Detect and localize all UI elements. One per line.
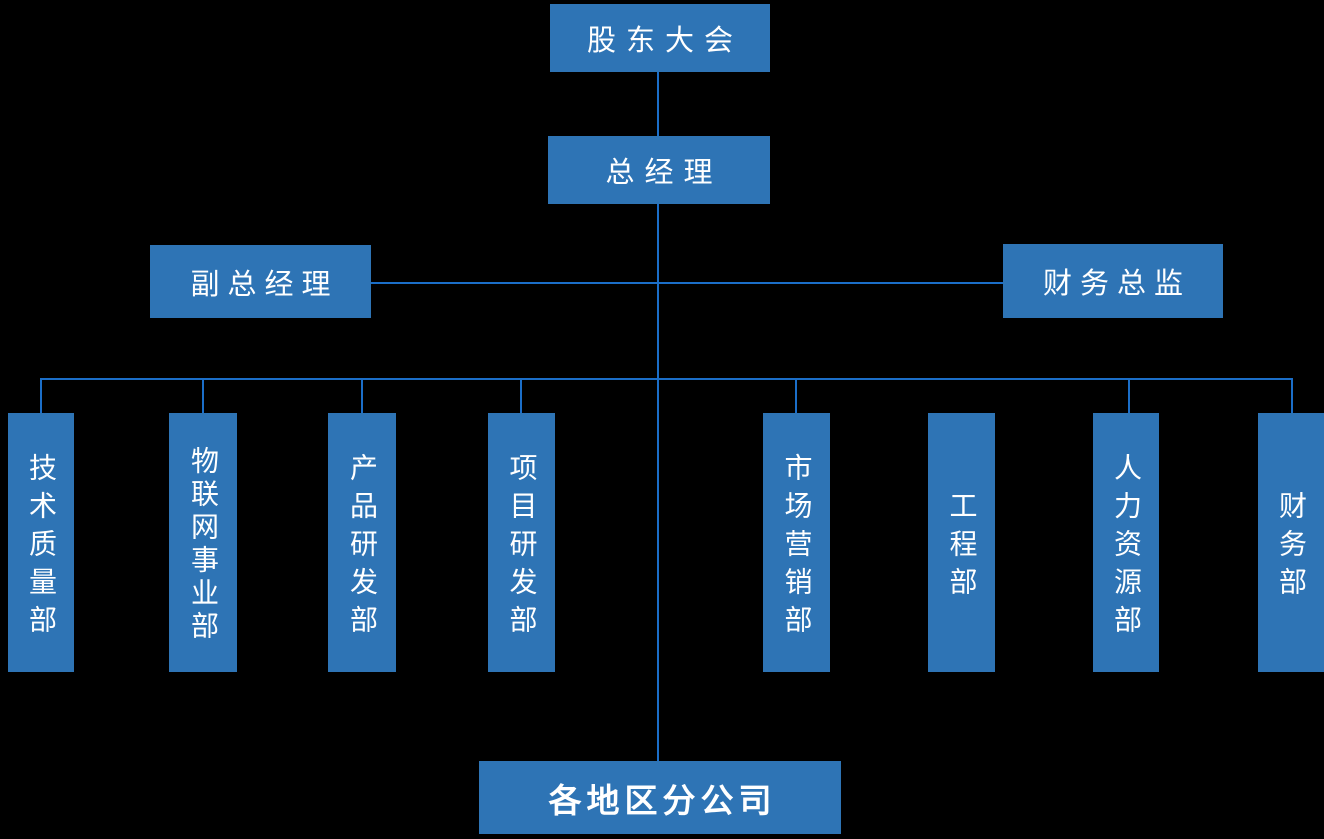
connector-drop-dept-5 xyxy=(795,379,797,414)
node-dept-marketing: 市场营销部 xyxy=(763,413,830,672)
node-label: 财务部 xyxy=(1276,490,1307,605)
node-label: 各地区分公司 xyxy=(548,781,777,819)
connector-drop-dept-3 xyxy=(361,379,363,414)
connector-drop-dept-4 xyxy=(520,379,522,414)
node-label: 总经理 xyxy=(605,157,723,189)
connector-executives-row xyxy=(371,282,1003,284)
node-dept-product-rd: 产品研发部 xyxy=(328,413,396,672)
connector-departments-row xyxy=(40,378,1293,380)
node-label: 市场营销部 xyxy=(781,452,813,643)
node-dept-engineering: 工程部 xyxy=(928,413,995,672)
connector-drop-dept-2 xyxy=(202,379,204,414)
connector-root-to-gm xyxy=(657,72,659,136)
node-label: 副总经理 xyxy=(190,268,339,301)
node-dept-tech-quality: 技术质量部 xyxy=(8,413,74,672)
connector-drop-dept-7 xyxy=(1128,379,1130,414)
node-dept-iot-business: 物联网事业部 xyxy=(169,413,237,672)
node-finance-director: 财务总监 xyxy=(1003,244,1223,318)
node-dept-project-rd: 项目研发部 xyxy=(488,413,555,672)
node-dept-finance: 财务部 xyxy=(1258,413,1324,672)
node-deputy-general-manager: 副总经理 xyxy=(150,245,371,318)
node-general-manager: 总经理 xyxy=(548,136,770,204)
node-label: 物联网事业部 xyxy=(188,446,219,644)
connector-gm-to-regional xyxy=(657,204,659,761)
node-shareholders-meeting: 股东大会 xyxy=(550,4,770,72)
node-dept-human-resources: 人力资源部 xyxy=(1093,413,1159,672)
node-label: 财务总监 xyxy=(1042,268,1191,300)
node-label: 产品研发部 xyxy=(347,452,378,643)
node-label: 股东大会 xyxy=(586,25,743,57)
node-label: 项目研发部 xyxy=(506,452,538,643)
node-label: 工程部 xyxy=(946,490,978,605)
node-regional-branches: 各地区分公司 xyxy=(479,761,841,834)
node-label: 技术质量部 xyxy=(26,452,57,643)
connector-drop-dept-8 xyxy=(1291,379,1293,414)
connector-drop-dept-1 xyxy=(40,379,42,414)
node-label: 人力资源部 xyxy=(1111,452,1142,643)
